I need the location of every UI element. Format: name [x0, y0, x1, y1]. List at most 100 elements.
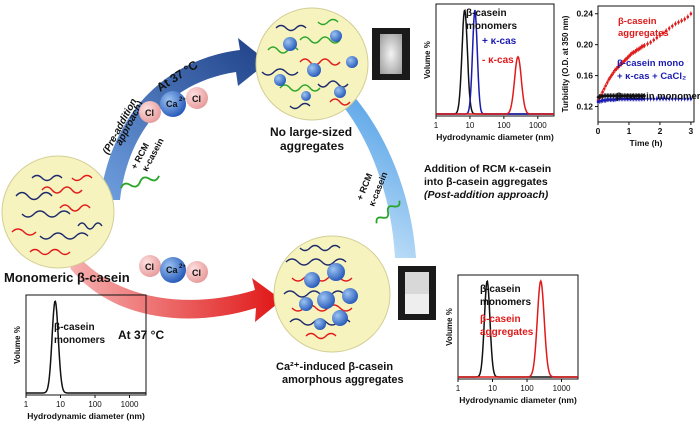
ion-cluster-bottom: Cl Ca 2+ Cl	[139, 255, 208, 283]
data-point	[671, 24, 674, 28]
data-point	[607, 78, 611, 81]
chart-annotation: β-casein	[480, 284, 521, 295]
label-post-1: Addition of RCM κ-casein	[424, 163, 551, 175]
data-point	[689, 97, 693, 101]
x-axis-label: Hydrodynamic diameter (nm)	[459, 395, 577, 405]
chart-frame	[457, 274, 579, 380]
data-point	[661, 31, 665, 35]
chart-annotation: + κ-cas + CaCl₂	[617, 71, 686, 82]
x-tick-label: 100	[88, 400, 102, 409]
data-point	[604, 84, 608, 87]
kappa-casein-squiggle-top	[120, 175, 160, 189]
data-point	[643, 97, 646, 101]
cl-ion	[139, 101, 161, 123]
x-axis-label: Hydrodynamic diameter (nm)	[436, 132, 554, 142]
x-tick-label: 0	[596, 126, 601, 136]
x-tick-label: 10	[465, 121, 474, 130]
chart-annotation: + κ-cas	[482, 36, 517, 47]
x-tick-label: 10	[488, 384, 497, 393]
x-tick-label: 10	[56, 400, 65, 409]
ion-cl-label: Cl	[145, 108, 154, 118]
data-point	[664, 29, 668, 33]
chart-annotation: β-casein	[466, 8, 507, 19]
x-tick-label: 1	[434, 121, 439, 130]
ion-cl-label: Cl	[192, 268, 201, 278]
data-point	[655, 97, 659, 101]
label-no-large-1: No large-sized	[270, 125, 352, 139]
data-point	[655, 36, 659, 40]
label-ca-induced-1: Ca²⁺-induced β-casein	[276, 361, 393, 373]
series-red-curve	[436, 55, 554, 115]
label-ca-induced-2: amorphous aggregates	[282, 374, 404, 386]
ion-ca-label: Ca	[166, 265, 178, 275]
y-axis-label: Turbidity (O.D. at 350 nm)	[561, 15, 570, 112]
kappa-casein-squiggle-mid	[375, 200, 401, 224]
y-tick-label: 0.16	[576, 71, 593, 81]
data-point	[680, 97, 683, 101]
data-point	[646, 42, 649, 46]
data-point	[649, 97, 652, 101]
y-axis-label: Volume %	[13, 326, 22, 364]
data-point	[652, 97, 656, 101]
label-at37-bottom: At 37 °C	[118, 328, 164, 342]
chart-annotation: aggregates	[618, 28, 669, 39]
sphere-monomeric	[1, 155, 115, 269]
ion-cl-label: Cl	[145, 262, 154, 272]
data-point	[661, 97, 665, 101]
series-red-curve	[458, 279, 578, 378]
data-point	[677, 97, 680, 101]
x-tick-label: 1	[456, 384, 461, 393]
data-point	[646, 97, 649, 101]
data-point	[667, 97, 671, 101]
label-monomeric: Monomeric β-casein	[4, 270, 130, 285]
data-point	[677, 20, 680, 24]
chart-frame	[597, 5, 695, 123]
y-tick-label: 0.12	[576, 102, 593, 112]
data-point	[667, 27, 671, 30]
y-tick-label: 0.20	[576, 40, 593, 50]
data-point	[652, 38, 656, 42]
ion-ca-sup: 2+	[179, 264, 186, 270]
vial-clear	[372, 28, 410, 80]
x-tick-label: 100	[520, 384, 534, 393]
ca-ion	[160, 91, 186, 117]
ion-cl-label: Cl	[192, 94, 201, 104]
data-point	[671, 97, 674, 101]
y-axis-label: Volume %	[423, 41, 432, 79]
data-point	[610, 73, 614, 77]
data-point	[643, 94, 646, 98]
chart-annotation: monomers	[466, 21, 518, 32]
y-tick-label: 0.24	[576, 9, 593, 19]
data-point	[649, 41, 652, 44]
series-black-curve	[26, 300, 146, 394]
data-point	[683, 17, 687, 21]
label-post-3: (Post-addition approach)	[424, 189, 549, 201]
chart-annotation: β-casein mono	[617, 58, 684, 69]
data-point	[674, 97, 677, 101]
arrow-right-blue	[328, 70, 416, 258]
x-tick-label: 1	[627, 126, 632, 136]
data-point	[686, 15, 690, 19]
chart-frame	[435, 3, 555, 117]
data-point	[658, 97, 662, 101]
x-axis-label: Hydrodynamic diameter (nm)	[27, 411, 145, 421]
x-tick-label: 1000	[529, 121, 547, 130]
data-point	[674, 22, 677, 26]
x-tick-label: 100	[497, 121, 511, 130]
data-point	[601, 90, 604, 94]
data-point	[689, 12, 693, 16]
cl-ion	[186, 87, 208, 109]
chart-annotation: aggregates	[480, 327, 534, 338]
data-point	[686, 97, 690, 101]
chart-annotation: - κ-cas	[482, 55, 514, 66]
label-no-large-2: aggregates	[280, 139, 344, 153]
chart-frame	[25, 294, 147, 396]
data-point	[643, 44, 646, 47]
data-point	[612, 71, 615, 74]
